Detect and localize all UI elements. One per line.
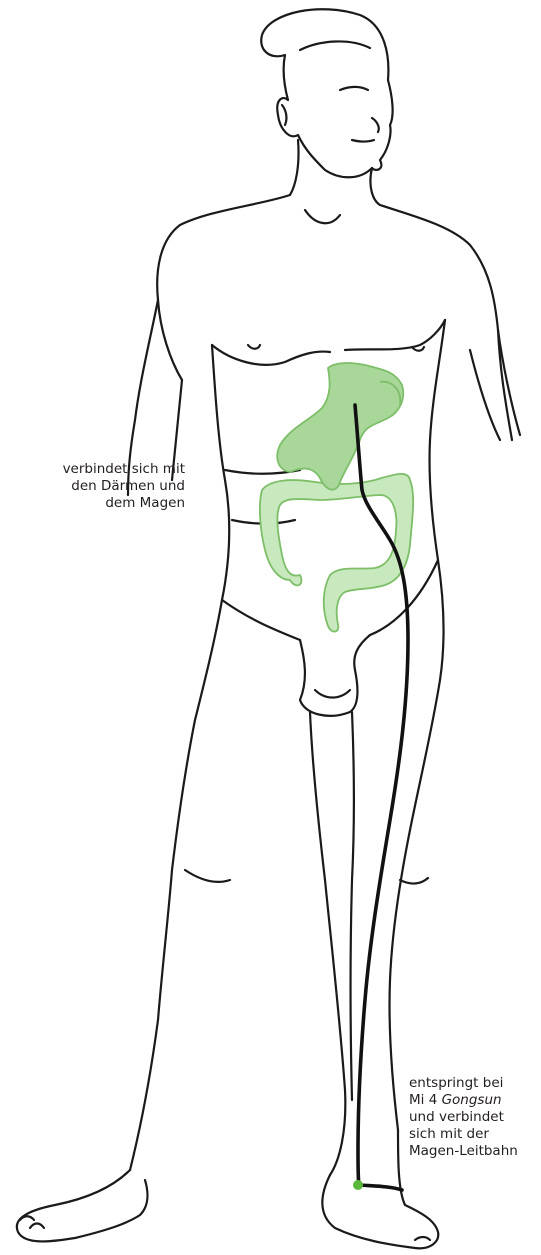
label-origin-line-1: entspringt bei bbox=[409, 1075, 541, 1092]
small-and-large-intestine bbox=[260, 474, 413, 632]
label-origin-point-name: Gongsun bbox=[442, 1092, 502, 1108]
acupoint-dot-icon bbox=[353, 1180, 363, 1190]
label-origin-line-5: Magen-Leitbahn bbox=[409, 1143, 541, 1160]
label-origin-line-3: und verbindet bbox=[409, 1109, 541, 1126]
head-outline bbox=[261, 9, 392, 177]
label-origin-point-code: Mi 4 bbox=[409, 1092, 442, 1108]
intestines bbox=[260, 474, 413, 632]
label-origin-point: entspringt bei Mi 4 Gongsun und verbinde… bbox=[409, 1075, 541, 1160]
label-intestines-line-1: verbindet sich mit bbox=[15, 461, 185, 478]
label-intestines-line-2: den Därmen und bbox=[15, 478, 185, 495]
label-origin-line-4: sich mit der bbox=[409, 1126, 541, 1143]
stomach bbox=[277, 363, 403, 490]
label-intestines-line-3: dem Magen bbox=[15, 495, 185, 512]
label-intestines-connection: verbindet sich mit den Därmen und dem Ma… bbox=[15, 461, 185, 512]
label-origin-line-2: Mi 4 Gongsun bbox=[409, 1092, 541, 1109]
